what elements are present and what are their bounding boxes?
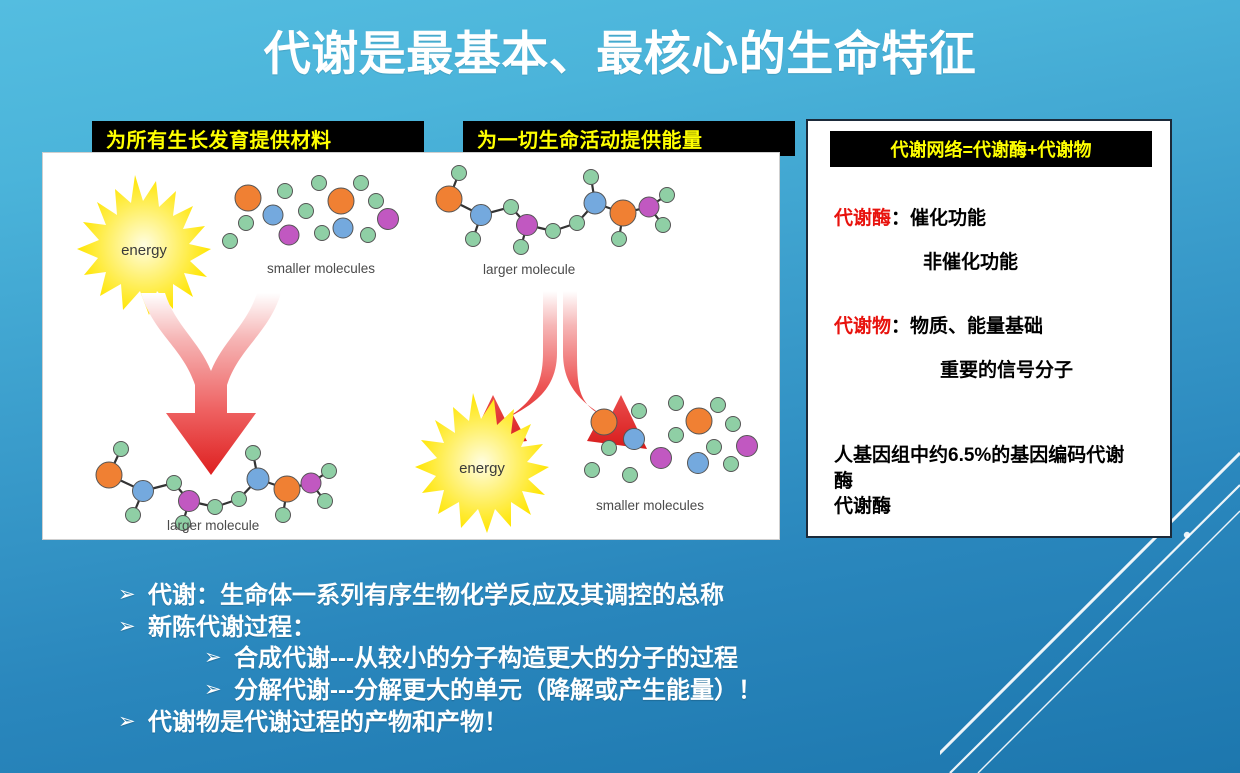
bullet-text-2: 合成代谢---从较小的分子构造更大的分子的过程 xyxy=(234,645,738,673)
info-row-noncatalytic: 非催化功能 xyxy=(923,247,1018,274)
energy-starburst-icon: energy xyxy=(415,393,549,533)
info-header-label: 代谢网络=代谢酶+代谢物 xyxy=(890,140,1092,160)
page-title: 代谢是最基本、最核心的生命特征 xyxy=(263,27,977,80)
anabolism-diagram: energy xyxy=(77,175,399,531)
label-smaller-molecules-bottom: smaller molecules xyxy=(596,498,705,513)
label-larger-molecule-bottom: larger molecule xyxy=(167,518,260,533)
bullet-text-4: 代谢物是代谢过程的产物和产物！ xyxy=(148,708,508,736)
info-panel-header: 代谢网络=代谢酶+代谢物 xyxy=(830,131,1152,167)
bullet-marker-icon: ➢ xyxy=(204,678,222,702)
bullet-marker-icon: ➢ xyxy=(118,614,136,638)
info-row-enzyme: 代谢酶：催化功能 xyxy=(834,203,986,230)
catabolism-diagram: energy xyxy=(415,165,758,533)
larger-molecule-atoms xyxy=(95,441,337,531)
label-larger-molecule-top: larger molecule xyxy=(483,262,576,277)
caption-right-label: 为一切生命活动提供能量 xyxy=(477,130,703,152)
info-footnote: 人基因组中约6.5%的基因编码代谢酶 代谢酶 xyxy=(834,443,1134,520)
bullet-item-1: ➢ 新陈代谢过程： xyxy=(118,612,1118,644)
info-footnote-line2: 代谢酶 xyxy=(834,496,892,518)
info-row-enzyme-key: 代谢酶 xyxy=(834,208,892,229)
converging-arrow-icon xyxy=(141,293,281,475)
smaller-molecules-cluster xyxy=(222,175,399,249)
caption-left-label: 为所有生长发育提供材料 xyxy=(106,130,332,152)
info-row-signal: 重要的信号分子 xyxy=(940,355,1073,382)
info-footnote-line1: 人基因组中约6.5%的基因编码代谢酶 xyxy=(834,445,1125,492)
label-smaller-molecules-top: smaller molecules xyxy=(267,261,376,276)
info-row-metabolite-sep: ： xyxy=(891,316,911,337)
info-row-signal-value: 重要的信号分子 xyxy=(940,360,1074,381)
svg-text:energy: energy xyxy=(121,242,167,259)
metabolism-figure-panel: energy xyxy=(42,152,780,540)
figure-anabolism: energy xyxy=(43,153,411,539)
bullet-marker-icon: ➢ xyxy=(118,583,136,606)
bullet-marker-icon: ➢ xyxy=(118,709,136,733)
smaller-molecules-cluster xyxy=(584,395,758,483)
bullet-text-1: 新陈代谢过程： xyxy=(148,613,316,641)
larger-molecule-atoms xyxy=(435,165,675,255)
bullet-marker-icon: ➢ xyxy=(204,646,222,670)
svg-text:energy: energy xyxy=(459,460,505,477)
bullet-list: ➢ 代谢：生命体一系列有序生物化学反应及其调控的总称 ➢ 新陈代谢过程： ➢ 合… xyxy=(118,580,1118,738)
energy-starburst-icon: energy xyxy=(77,175,211,315)
caption-bar-right: 为一切生命活动提供能量 xyxy=(463,121,795,156)
bullet-item-3: ➢ 分解代谢---分解更大的单元（降解或产生能量）！ xyxy=(204,675,1118,707)
info-panel: 代谢网络=代谢酶+代谢物 代谢酶：催化功能 非催化功能 代谢物：物质、能量基础 … xyxy=(806,119,1172,538)
info-row-enzyme-sep: ： xyxy=(891,208,911,229)
bullet-text-3: 分解代谢---分解更大的单元（降解或产生能量）！ xyxy=(234,677,762,705)
bullet-text-0: 代谢：生命体一系列有序生物化学反应及其调控的总称 xyxy=(148,582,724,609)
info-row-enzyme-value: 催化功能 xyxy=(910,208,987,229)
figure-catabolism: energy xyxy=(411,153,779,539)
info-row-noncatalytic-value: 非催化功能 xyxy=(923,252,1019,273)
info-row-metabolite-key: 代谢物 xyxy=(834,316,892,337)
bullet-item-0: ➢ 代谢：生命体一系列有序生物化学反应及其调控的总称 xyxy=(118,580,1118,612)
bullet-item-2: ➢ 合成代谢---从较小的分子构造更大的分子的过程 xyxy=(204,643,1118,675)
caption-bar-left: 为所有生长发育提供材料 xyxy=(92,121,424,156)
info-row-metabolite: 代谢物：物质、能量基础 xyxy=(834,311,1043,338)
info-row-metabolite-value: 物质、能量基础 xyxy=(910,316,1044,337)
bullet-item-4: ➢ 代谢物是代谢过程的产物和产物！ xyxy=(118,707,1118,739)
